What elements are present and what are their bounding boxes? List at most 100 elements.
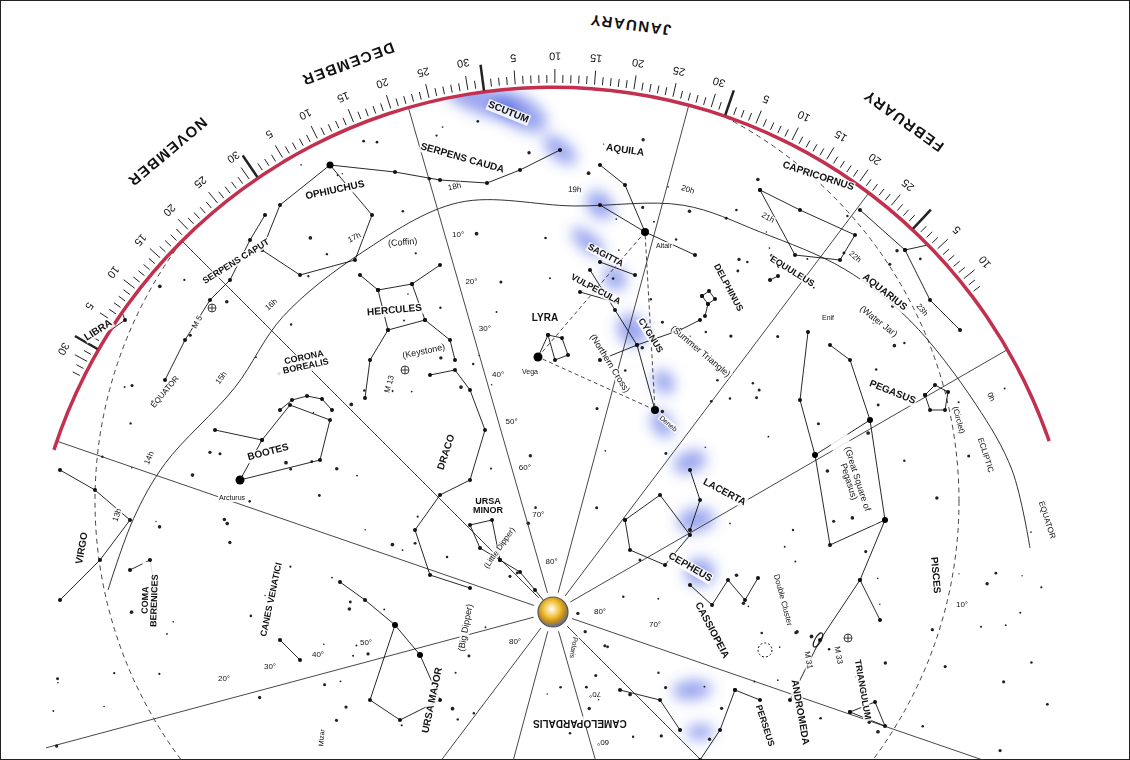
- faint-star: [877, 404, 880, 407]
- constellation-line: [830, 345, 870, 420]
- date-number: 25: [671, 63, 687, 77]
- hour-label: 22h: [846, 249, 863, 265]
- faint-star: [828, 648, 831, 651]
- date-number: 15: [131, 231, 149, 249]
- faint-star: [667, 186, 669, 188]
- star: [598, 260, 602, 264]
- star: [288, 403, 292, 407]
- faint-star: [403, 319, 405, 321]
- milky-way: [671, 678, 713, 701]
- star: [700, 294, 704, 298]
- star-name: Arcturus: [218, 494, 246, 501]
- faint-star: [208, 451, 211, 454]
- faint-star: [921, 725, 924, 728]
- faint-star: [716, 379, 719, 382]
- faint-star: [228, 541, 231, 544]
- star: [693, 253, 697, 257]
- date-tick: [209, 192, 218, 203]
- star: [546, 333, 550, 337]
- constellation-label: VIRGO: [74, 530, 90, 566]
- star: [710, 603, 714, 607]
- faint-star: [1040, 586, 1042, 588]
- date-tick: [238, 177, 243, 183]
- faint-star: [155, 521, 156, 522]
- star: [868, 418, 872, 422]
- star: [948, 238, 952, 242]
- star: [848, 358, 852, 362]
- date-tick: [451, 85, 453, 93]
- date-tick: [891, 195, 900, 206]
- faint-star: [657, 598, 659, 600]
- faint-star: [496, 311, 498, 313]
- constellation-line: [860, 580, 880, 620]
- faint-star: [559, 686, 562, 689]
- faint-star: [569, 732, 572, 735]
- faint-star: [879, 603, 881, 605]
- faint-star: [402, 549, 404, 551]
- faint-star: [720, 707, 723, 710]
- constellation-label: M 13: [383, 373, 396, 394]
- cluster-symbol: [208, 304, 216, 312]
- date-tick: [879, 189, 884, 195]
- faint-star: [407, 293, 409, 295]
- faint-star: [335, 467, 339, 471]
- date-tick: [206, 202, 211, 208]
- date-tick: [343, 118, 346, 125]
- faint-star: [866, 431, 870, 435]
- faint-star: [1046, 703, 1049, 706]
- constellation-label: ANDROMEDA: [789, 678, 811, 747]
- constellation-label: OPHIUCHUS: [304, 178, 367, 201]
- declination-label: 40°: [311, 651, 325, 659]
- faint-star: [935, 496, 938, 499]
- star: [278, 408, 282, 412]
- date-tick: [243, 155, 258, 177]
- date-tick: [426, 84, 429, 98]
- faint-star: [705, 447, 707, 449]
- faint-star: [527, 521, 531, 525]
- bright-star: [867, 417, 873, 423]
- faint-star: [758, 388, 761, 391]
- star: [393, 623, 397, 627]
- faint-star: [584, 630, 587, 633]
- star: [688, 528, 692, 532]
- date-tick: [149, 258, 155, 263]
- faint-star: [348, 607, 352, 611]
- faint-star: [476, 120, 479, 123]
- faint-star: [710, 400, 713, 403]
- constellation-line: [412, 265, 440, 284]
- horizon-rim: [52, 85, 1051, 450]
- date-tick: [386, 95, 390, 108]
- declination-label: 80°: [593, 608, 607, 616]
- faint-star: [56, 677, 59, 680]
- date-tick: [866, 179, 871, 185]
- faint-star: [877, 578, 879, 580]
- star: [958, 328, 962, 332]
- faint-star: [705, 331, 707, 333]
- star: [128, 518, 132, 522]
- faint-star: [356, 475, 358, 477]
- date-tick: [133, 277, 139, 282]
- date-tick: [719, 102, 722, 110]
- faint-star: [335, 719, 338, 722]
- bright-star: [534, 353, 543, 362]
- date-tick: [974, 286, 980, 291]
- faint-star: [284, 461, 288, 465]
- star: [623, 518, 627, 522]
- date-tick: [903, 210, 908, 216]
- star: [490, 518, 494, 522]
- declination-label: 20°: [217, 675, 231, 683]
- faint-star: [1030, 531, 1032, 533]
- star: [410, 282, 414, 286]
- faint-star: [755, 396, 758, 399]
- constellation-line: [760, 190, 855, 260]
- faint-star: [876, 730, 880, 734]
- date-tick: [665, 87, 667, 95]
- star: [756, 576, 760, 580]
- faint-star: [1005, 624, 1007, 626]
- faint-star: [130, 384, 133, 387]
- date-tick: [522, 76, 523, 84]
- declination-label: 30°: [478, 325, 492, 333]
- faint-star: [641, 206, 644, 209]
- star: [776, 274, 780, 278]
- faint-star: [544, 237, 547, 240]
